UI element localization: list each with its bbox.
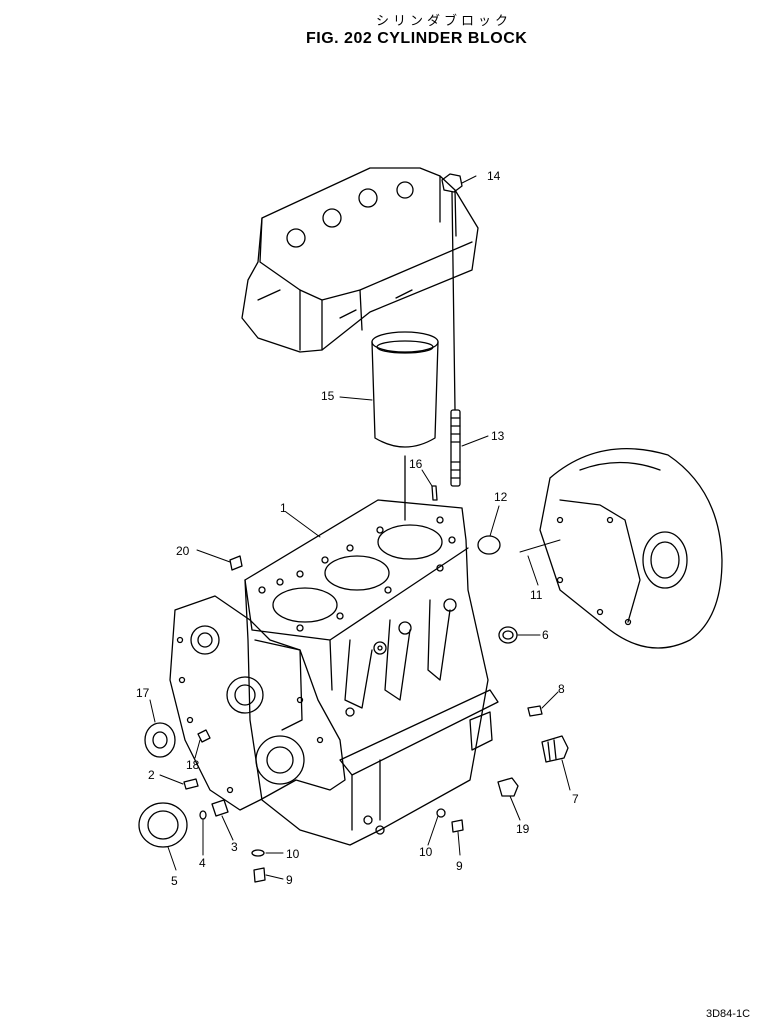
callout-labels: 1 2 3 4 5 6 7 8 9 9 10 10 11 12 13 14 15… (136, 169, 579, 888)
drain-plug-part (541, 735, 569, 763)
dowel-pin-part (431, 485, 438, 501)
bolt-part (253, 867, 266, 883)
oil-seal-part (138, 802, 188, 848)
flywheel-housing-part (539, 448, 723, 649)
callout-12: 12 (494, 490, 508, 504)
bolt-part (451, 819, 464, 833)
seal-part (498, 626, 518, 644)
bolt-part (527, 705, 543, 717)
dowel-pin-part (183, 778, 199, 790)
callout-13: 13 (491, 429, 505, 443)
callout-10-bottom: 10 (286, 847, 300, 861)
callout-17: 17 (136, 686, 150, 700)
callout-20: 20 (176, 544, 190, 558)
callout-3: 3 (231, 840, 238, 854)
pin-part (199, 810, 207, 820)
head-bolt-part (441, 173, 463, 411)
front-housing-part (169, 595, 346, 811)
callout-1: 1 (280, 501, 287, 515)
callout-19: 19 (516, 822, 530, 836)
cylinder-head-part (241, 167, 479, 353)
callout-2: 2 (148, 768, 155, 782)
plug-screw-part (497, 777, 519, 797)
callout-10-right: 10 (419, 845, 433, 859)
stud-part (450, 409, 461, 487)
callout-16: 16 (409, 457, 423, 471)
bolt-part (197, 729, 211, 743)
plug-part (477, 535, 501, 555)
callout-9-right: 9 (456, 859, 463, 873)
callout-9-bottom: 9 (286, 873, 293, 887)
washer-part (251, 849, 265, 857)
callout-15: 15 (321, 389, 335, 403)
bearing-part (144, 722, 176, 758)
callout-11: 11 (530, 588, 543, 602)
sleeve-part (211, 799, 229, 817)
callout-8: 8 (558, 682, 565, 696)
callout-14: 14 (487, 169, 501, 183)
washer-part (436, 808, 446, 818)
figure-title: FIG. 202 CYLINDER BLOCK (306, 30, 528, 47)
figure-title-japanese: シリンダブロック (376, 14, 513, 29)
callout-4: 4 (199, 856, 206, 870)
callout-7: 7 (572, 792, 579, 806)
bolt-part (229, 555, 243, 571)
figure-code: 3D84-1C (706, 1008, 751, 1020)
callout-5: 5 (171, 874, 178, 888)
leader-lines (149, 175, 571, 880)
callout-6: 6 (542, 628, 549, 642)
callout-18: 18 (186, 758, 200, 772)
cylinder-block-part (244, 499, 499, 846)
cylinder-liner-part (371, 331, 439, 521)
